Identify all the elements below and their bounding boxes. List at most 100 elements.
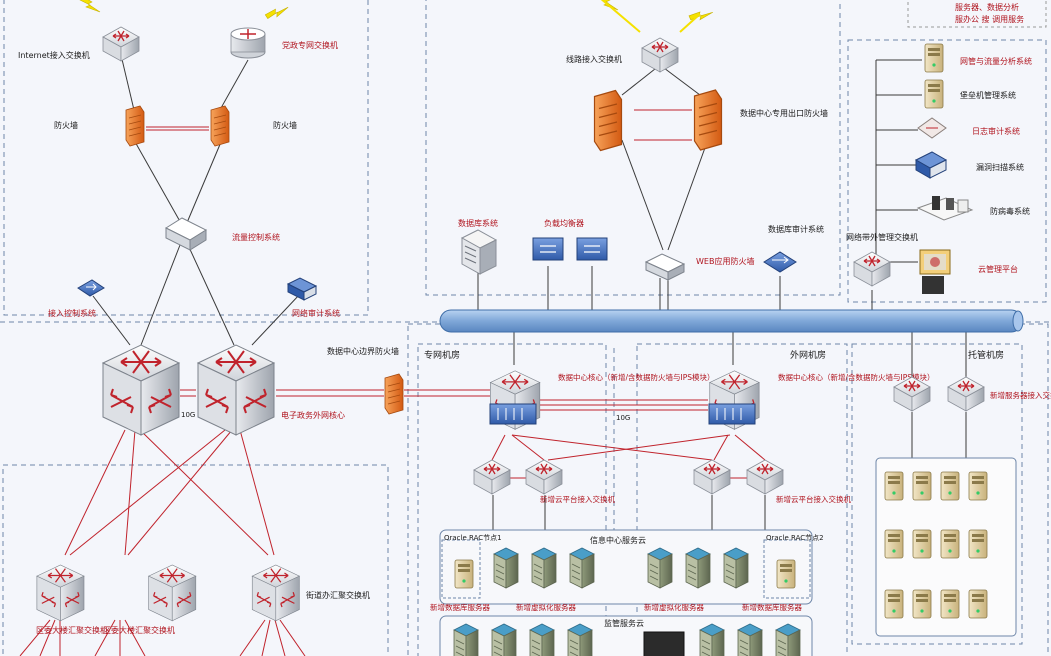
wireless-link (600, 0, 641, 33)
net-traffic-label: 网管与流量分析系统 (960, 56, 1032, 66)
private-router-icon (230, 27, 266, 59)
district-a-label: 区委大楼汇聚交换机 (36, 625, 108, 635)
db-server-icon (460, 229, 498, 275)
lightning-icon (264, 0, 289, 25)
blade-server-icon (775, 623, 801, 656)
oracle-left-box (441, 539, 481, 599)
blade-server-icon (723, 547, 749, 589)
firewall-icon (593, 89, 623, 152)
vuln-scan-label: 漏洞扫描系统 (976, 162, 1024, 172)
blade-server-icon (685, 547, 711, 589)
access-control-device-icon (77, 279, 105, 297)
backbone-10g-left-label: 10G (181, 411, 195, 419)
dc-server-cloud-box (439, 529, 813, 605)
district-switch-icon (148, 564, 197, 622)
wireless-link (679, 13, 701, 33)
firewall-icon (384, 373, 404, 415)
log-audit-device-icon (917, 117, 947, 139)
cloud-access-switch-icon (746, 459, 784, 495)
street-agg-label: 街道办汇聚交换机 (306, 590, 370, 600)
flow-control-label: 流量控制系统 (232, 232, 280, 242)
internet-switch-icon (102, 26, 140, 62)
room-external-label: 外网机房 (790, 349, 826, 361)
core-switch-icon (102, 344, 180, 436)
bastion-label: 堡垒机管理系统 (960, 90, 1016, 100)
oracle-server-icon (454, 559, 474, 589)
oracle-server-icon (776, 559, 796, 589)
dc-exit-fw-label: 数据中心专用出口防火墙 (740, 108, 828, 118)
backbone-10g-mid-label: 10G (616, 414, 630, 422)
links-dark (92, 54, 967, 530)
hosting-access-label: 新增服务器接入交换机 (990, 390, 1051, 400)
new-db-left-label: 新增数据库服务器 (430, 602, 490, 612)
oracle-right-box (763, 539, 811, 599)
street-switch-icon (251, 564, 300, 622)
hosting-access-switch-icon (947, 376, 985, 412)
blade-server-icon (453, 623, 479, 656)
blade-server-icon (567, 623, 593, 656)
backbone-bus (439, 309, 1024, 333)
dc-core-right-label: 数据中心核心（新增/含数据防火墙与IPS模块） (778, 372, 935, 382)
oracle-right-label: Oracle RAC节点2 (766, 534, 824, 542)
firewall-icon (125, 105, 145, 147)
vuln-scan-device-icon (914, 151, 948, 179)
cloud-access-switch-icon (525, 459, 563, 495)
storage-array-icon (643, 631, 685, 656)
monitor-platform-icon (919, 249, 951, 294)
log-audit-label: 日志审计系统 (972, 126, 1020, 136)
new-virt-left-label: 新增虚拟化服务器 (516, 602, 576, 612)
district-b-label: 区委大楼汇聚交换机 (103, 625, 175, 635)
oob-switch-icon (853, 251, 891, 287)
db-audit-label: 数据库审计系统 (768, 224, 824, 234)
cloud-access-right-label: 新增云平台接入交换机 (776, 494, 851, 504)
new-db-right-label: 新增数据库服务器 (742, 602, 802, 612)
room-private-label: 专网机房 (424, 349, 460, 361)
antivirus-device-icon (916, 196, 974, 221)
blade-server-icon (647, 547, 673, 589)
firewall-icon (693, 89, 723, 151)
waf-device-icon (644, 253, 686, 281)
oob-switch-label: 网络带外管理交换机 (846, 232, 918, 242)
lightning-icon (79, 0, 101, 13)
antivirus-label: 防病毒系统 (990, 206, 1030, 216)
district-switch-icon (36, 564, 85, 622)
db-system-label: 数据库系统 (458, 218, 498, 228)
net-traffic-server-icon (924, 43, 944, 73)
internet-switch-label: Internet接入交换机 (18, 50, 90, 60)
cloud-access-switch-icon (693, 459, 731, 495)
net-audit-label: 网络审计系统 (292, 308, 340, 318)
room-hosting-label: 托管机房 (968, 349, 1004, 361)
blade-server-icon (569, 547, 595, 589)
blade-server-icon (493, 547, 519, 589)
core-switch-icon (197, 344, 275, 436)
firewall-right-label: 防火墙 (273, 120, 297, 130)
cloud-access-switch-icon (473, 459, 511, 495)
dc-server-cloud-label: 信息中心服务云 (590, 535, 646, 545)
blade-server-icon (699, 623, 725, 656)
line-access-switch-icon (641, 37, 679, 73)
load-balancer-label: 负载均衡器 (544, 218, 584, 228)
links-red (19, 109, 766, 656)
blade-server-icon (491, 623, 517, 656)
oracle-left-label: Oracle RAC节点1 (444, 534, 502, 542)
flow-control-device-icon (164, 217, 208, 251)
net-audit-device-icon (286, 277, 318, 301)
bastion-server-icon (924, 79, 944, 109)
dc-core-left-label: 数据中心核心（新增/含数据防火墙与IPS模块） (558, 372, 715, 382)
legend-note-line2: 服办公 搜 调用服务 (955, 14, 1024, 24)
blade-server-icon (529, 623, 555, 656)
load-balancer-icon (532, 237, 608, 261)
waf-label: WEB应用防火墙 (696, 256, 754, 266)
firewall-left-label: 防火墙 (54, 120, 78, 130)
hosting-access-switch-icon (893, 376, 931, 412)
core-label: 电子政务外网核心 (281, 410, 345, 420)
supervision-cloud-label: 监管服务云 (604, 618, 644, 628)
blade-server-icon (737, 623, 763, 656)
new-virt-right-label: 新增虚拟化服务器 (644, 602, 704, 612)
blade-server-icon (531, 547, 557, 589)
cloud-access-left-label: 新增云平台接入交换机 (540, 494, 615, 504)
line-access-switch-label: 线路接入交换机 (566, 54, 622, 64)
dc-core-switch-left-icon (489, 370, 541, 430)
dc-core-switch-right-icon (708, 370, 760, 430)
